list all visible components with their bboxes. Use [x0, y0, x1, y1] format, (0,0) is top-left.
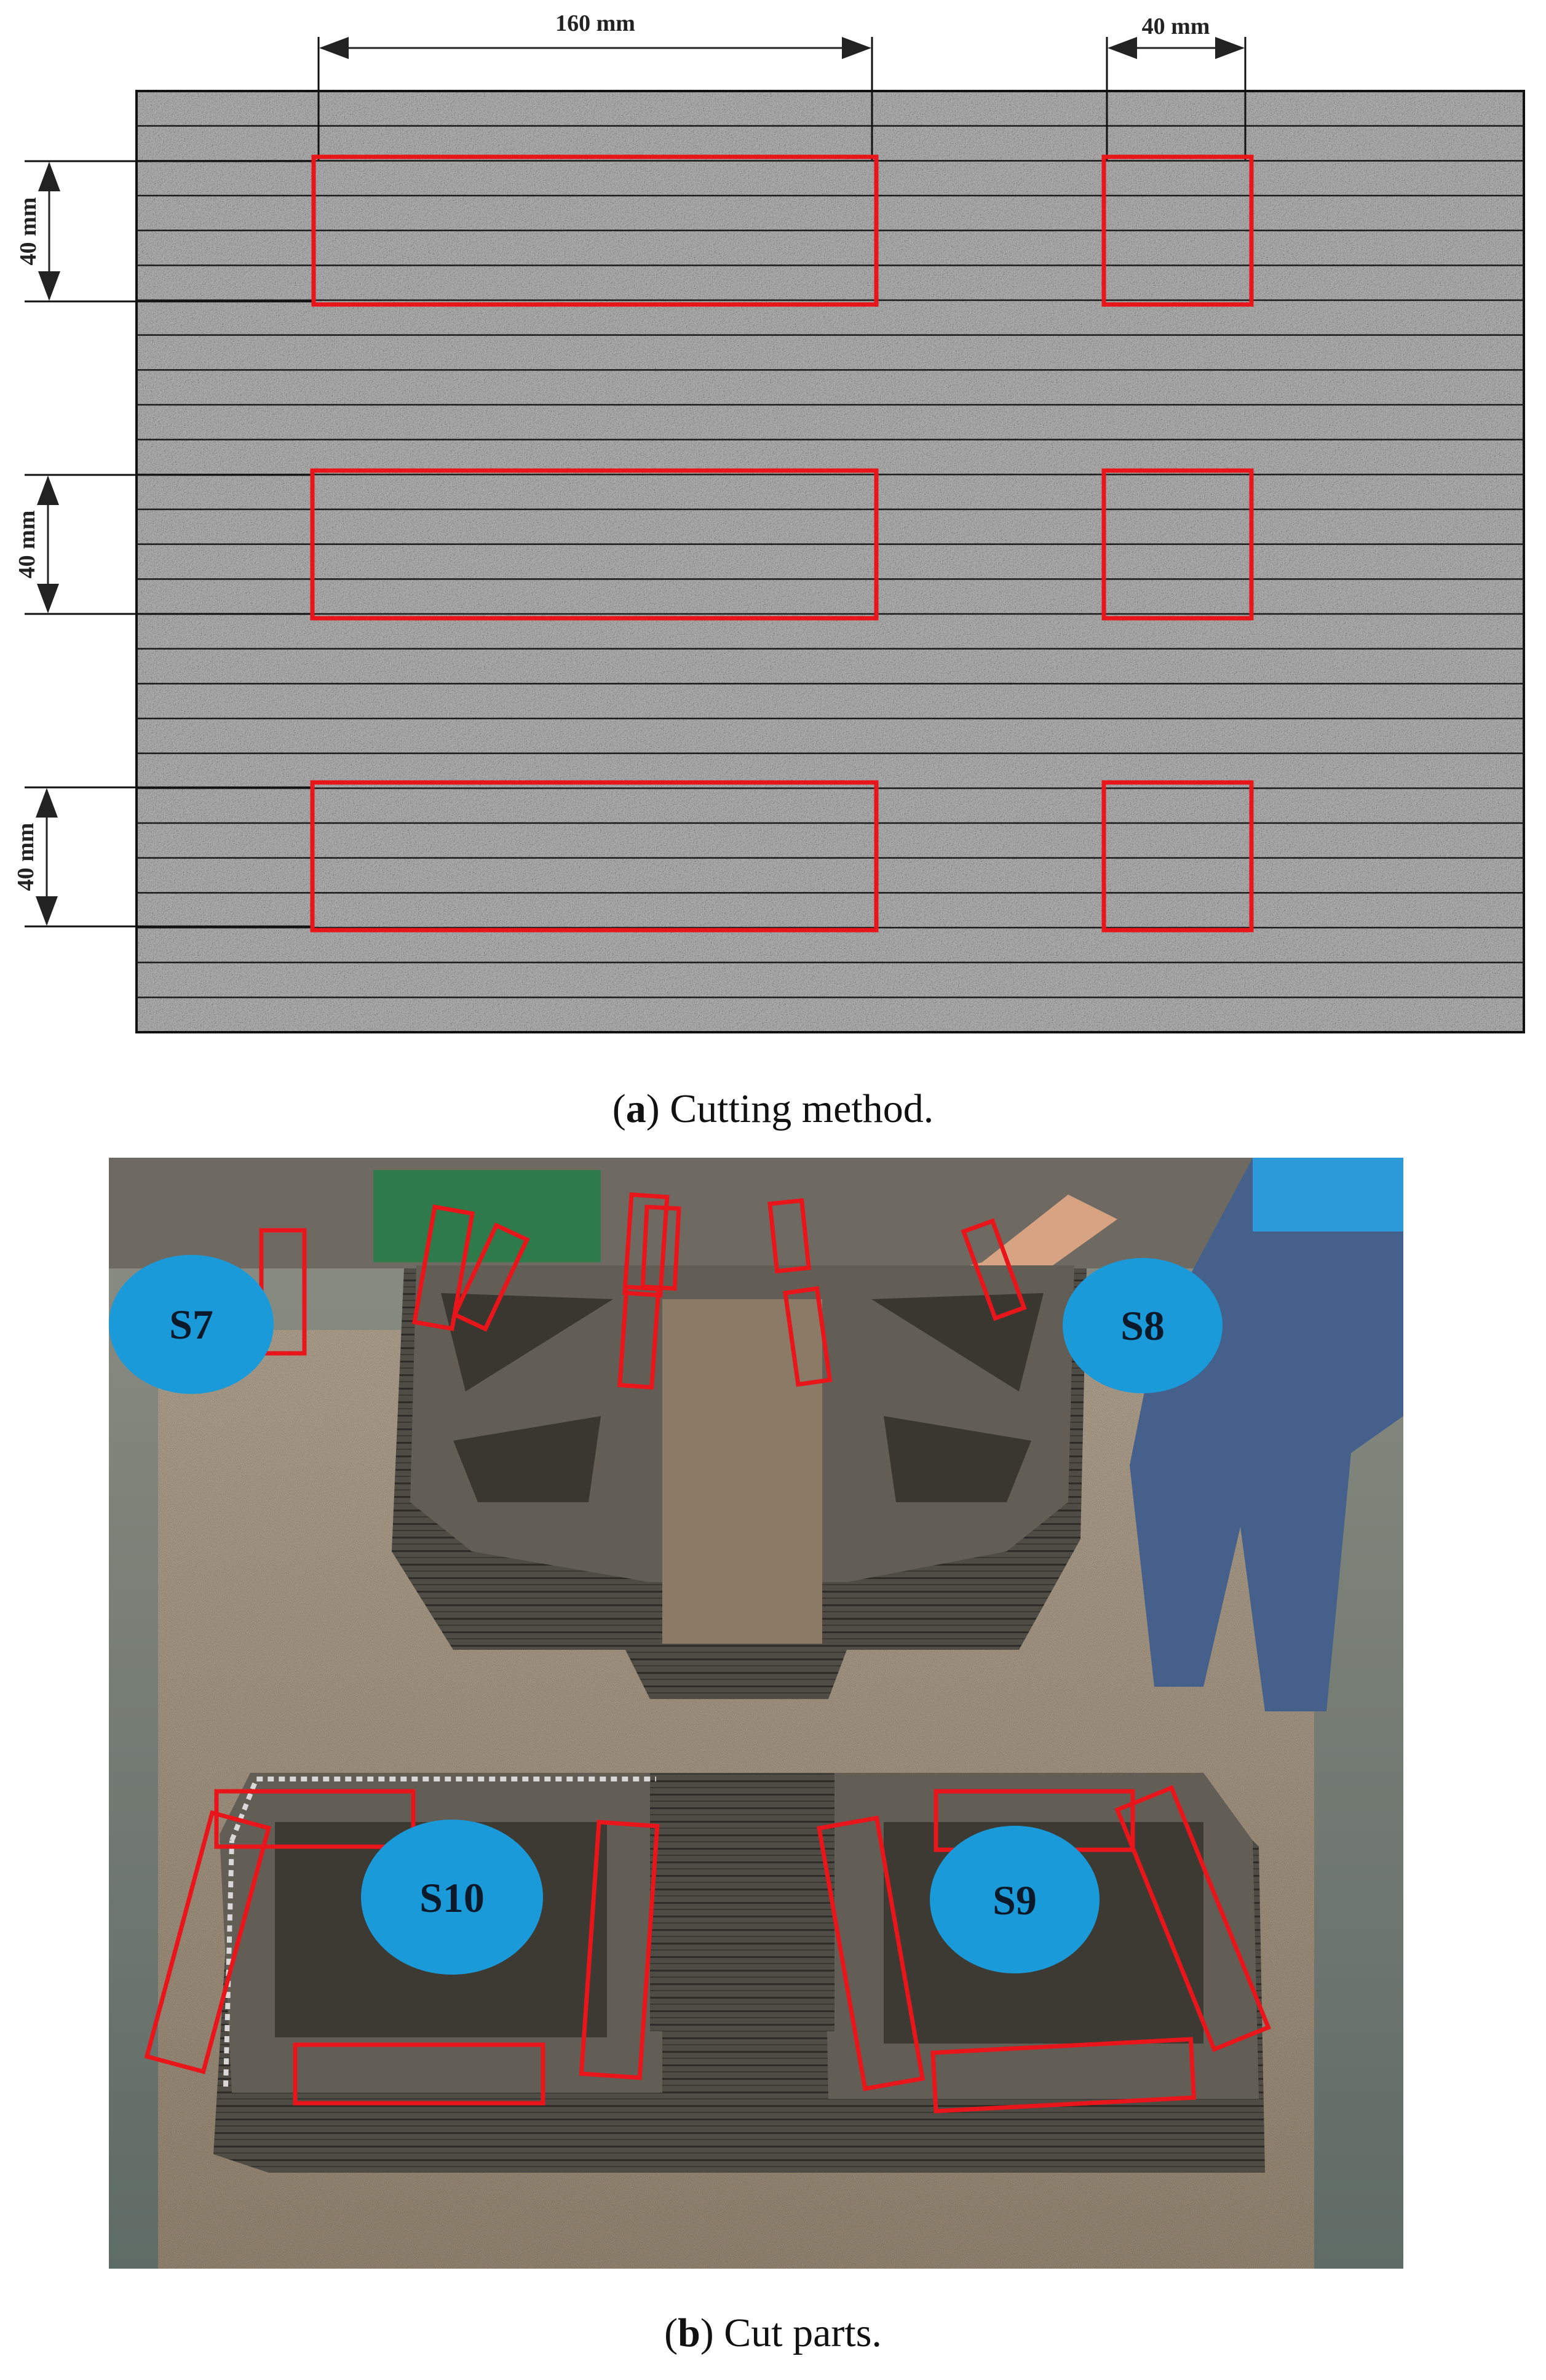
label-s7-bubble [109, 1255, 274, 1394]
label-s9: S9 [993, 1877, 1037, 1924]
cavity-2 [453, 1416, 601, 1502]
cut-part-s7-d [622, 1192, 670, 1298]
cut-parts-photo: S7 S8 S10 S9 [109, 1158, 1403, 2269]
cut-part-s8-a [961, 1218, 1027, 1321]
worker-shirt [1253, 1158, 1403, 1232]
cut-part-s9-left [816, 1815, 926, 2091]
dim-label-left-row3: 40 mm [13, 823, 39, 891]
cut-part-s7-c [451, 1222, 530, 1332]
stone-slab [137, 91, 1524, 1032]
center-channel [662, 1299, 822, 1644]
cutting-method-diagram: 160 mm 40 mm 40 mm 40 mm 40 mm [13, 10, 1525, 1033]
cut-part-s10-bottom [293, 2042, 545, 2106]
cut-box-short-row2 [1101, 468, 1254, 621]
cut-part-s10-right [579, 1820, 660, 2080]
cut-part-center-b [617, 1284, 661, 1390]
label-s8: S8 [1120, 1302, 1165, 1349]
dim-label-40-top: 40 mm [1142, 14, 1210, 39]
cut-boxes [310, 154, 1254, 933]
cut-box-long-row2 [310, 468, 879, 621]
cut-part-s9-bottom [930, 2037, 1197, 2114]
cavity-1 [441, 1293, 613, 1391]
cut-part-s10-left [144, 1810, 272, 2074]
panel-a: 160 mm 40 mm 40 mm 40 mm 40 mm [0, 0, 1546, 1083]
specimen-labels: S7 S8 S10 S9 [109, 1255, 1223, 1975]
label-s10: S10 [419, 1874, 485, 1921]
mesh-strip [223, 1777, 656, 2087]
cut-part-boxes [144, 1192, 1271, 2114]
label-s8-bubble [1063, 1258, 1223, 1393]
cut-box-long-row1 [311, 154, 879, 307]
caption-a-letter: a [625, 1086, 646, 1131]
cut-box-long-row3 [310, 780, 879, 933]
dim-label-left-row1: 40 mm [15, 197, 41, 266]
layer-lines [137, 125, 1524, 998]
cut-box-short-row1 [1101, 154, 1254, 307]
cut-part-s10-top [214, 1789, 416, 1849]
caption-a: (a) Cutting method. [612, 1086, 934, 1131]
cut-box-short-row3 [1101, 780, 1254, 933]
cavity-4 [884, 1416, 1031, 1502]
caption-b: (b) Cut parts. [664, 2310, 882, 2355]
dim-label-160: 160 mm [555, 10, 635, 36]
caption-b-text: Cut parts. [713, 2310, 882, 2355]
cut-part-s9-right [1114, 1785, 1271, 2052]
center-bridge [650, 1773, 834, 2031]
dim-label-left-row2: 40 mm [14, 511, 40, 579]
slab-border [135, 90, 1525, 1033]
label-s10-bubble [361, 1820, 543, 1975]
cut-part-center-c [767, 1198, 812, 1274]
label-s7: S7 [169, 1301, 213, 1348]
back-wall [109, 1158, 1403, 1268]
panel-b: S7 S8 S10 S9 [109, 1158, 1403, 2269]
cut-part-s7-b [411, 1204, 475, 1331]
extension-lines [25, 37, 1247, 928]
label-s9-bubble [930, 1826, 1100, 1973]
caption-b-letter: b [678, 2310, 700, 2355]
caption-a-text: Cutting method. [659, 1086, 934, 1131]
cut-part-center-d [783, 1286, 833, 1387]
